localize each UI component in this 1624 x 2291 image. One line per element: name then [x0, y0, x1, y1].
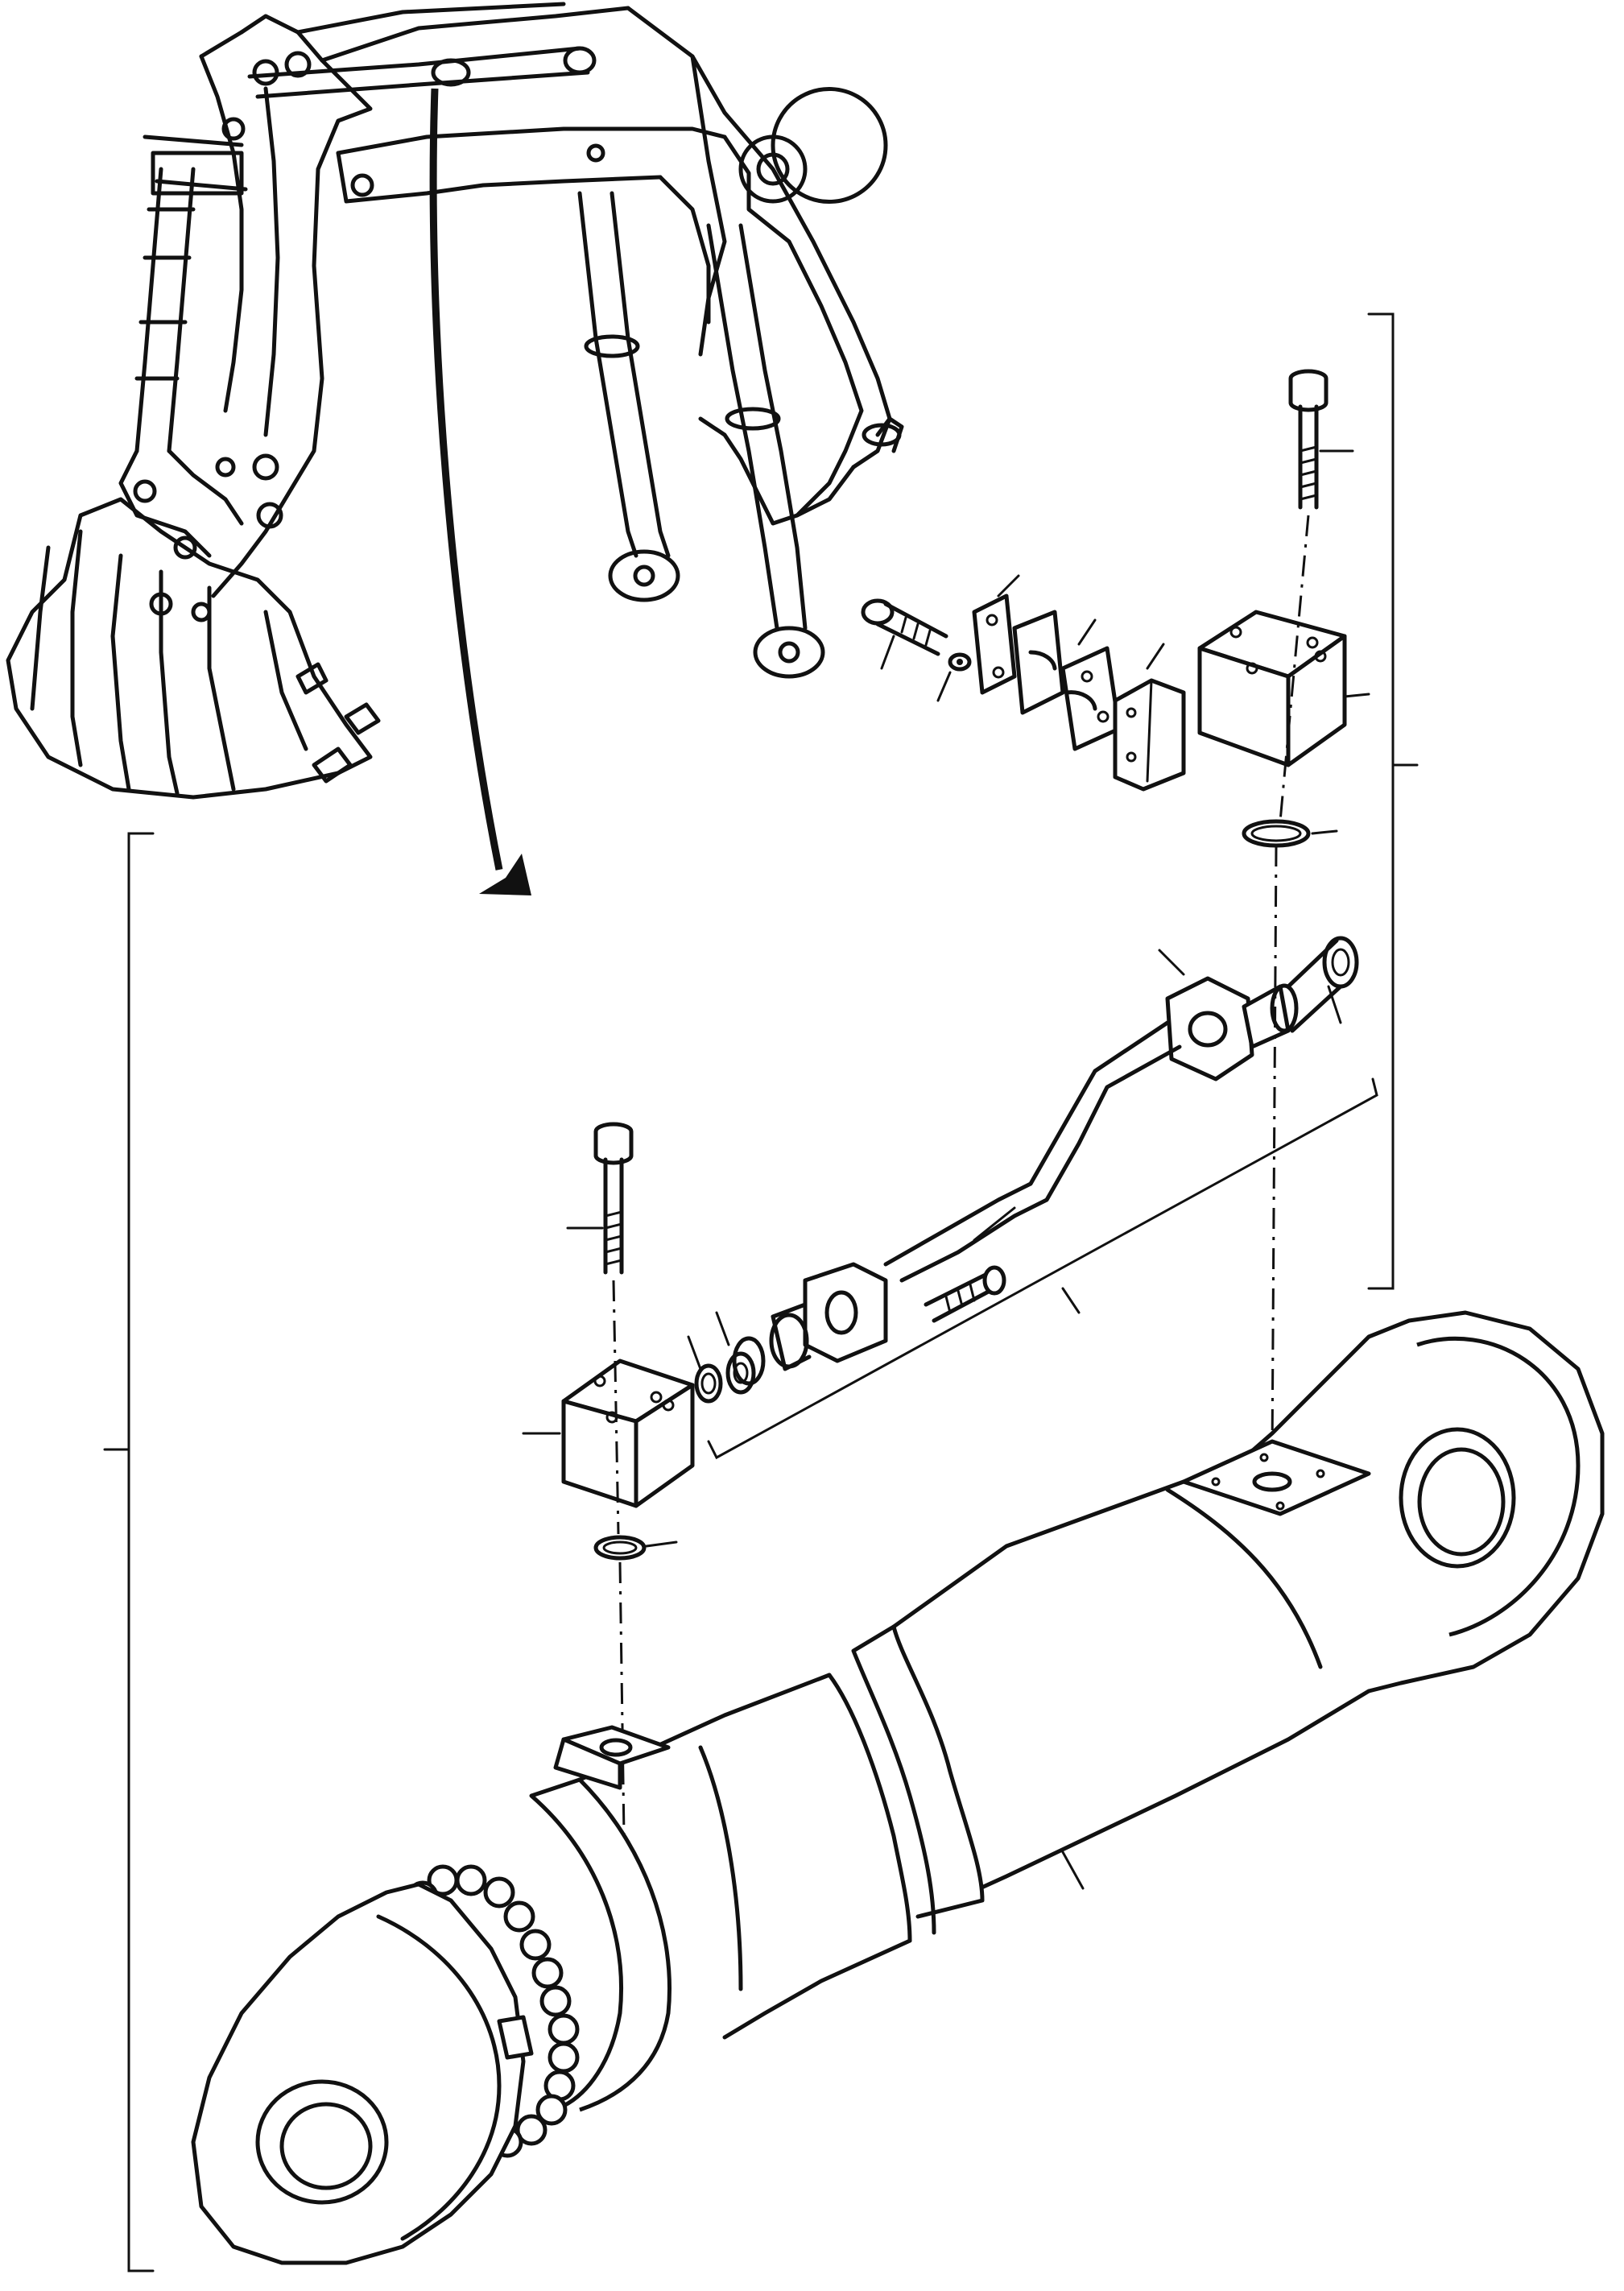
hose-rupture-valve-upper	[1197, 610, 1370, 767]
group-brackets	[103, 312, 1419, 2272]
hose-rupture-valve-lower	[522, 1358, 695, 1508]
boom-hydraulic-cylinder	[191, 1310, 1605, 2265]
washer	[936, 652, 972, 702]
connecting-pipe	[883, 1020, 1182, 1283]
assembly-arrow	[429, 88, 531, 895]
socket-head-screw-lower	[566, 1122, 634, 1275]
split-clamp-halves	[1012, 610, 1122, 751]
o-ring-lower	[593, 1535, 678, 1561]
pipe-flange-upper	[1158, 949, 1254, 1081]
union-nipple	[1242, 936, 1359, 1049]
clamp-plate	[972, 574, 1020, 695]
excavator-boom-illustration	[6, 2, 904, 800]
o-ring-upper	[1242, 819, 1338, 848]
mounting-bolt	[861, 598, 948, 670]
flange-screw	[924, 1265, 1006, 1323]
angle-bracket	[1113, 643, 1186, 792]
pipe-flange-lower	[769, 1262, 888, 1371]
pipe-group-bracket	[707, 1077, 1378, 1460]
adapter	[715, 1311, 766, 1395]
seal-ring	[687, 1335, 723, 1404]
center-lines	[612, 515, 1310, 1837]
socket-head-screw-upper	[1288, 369, 1354, 510]
